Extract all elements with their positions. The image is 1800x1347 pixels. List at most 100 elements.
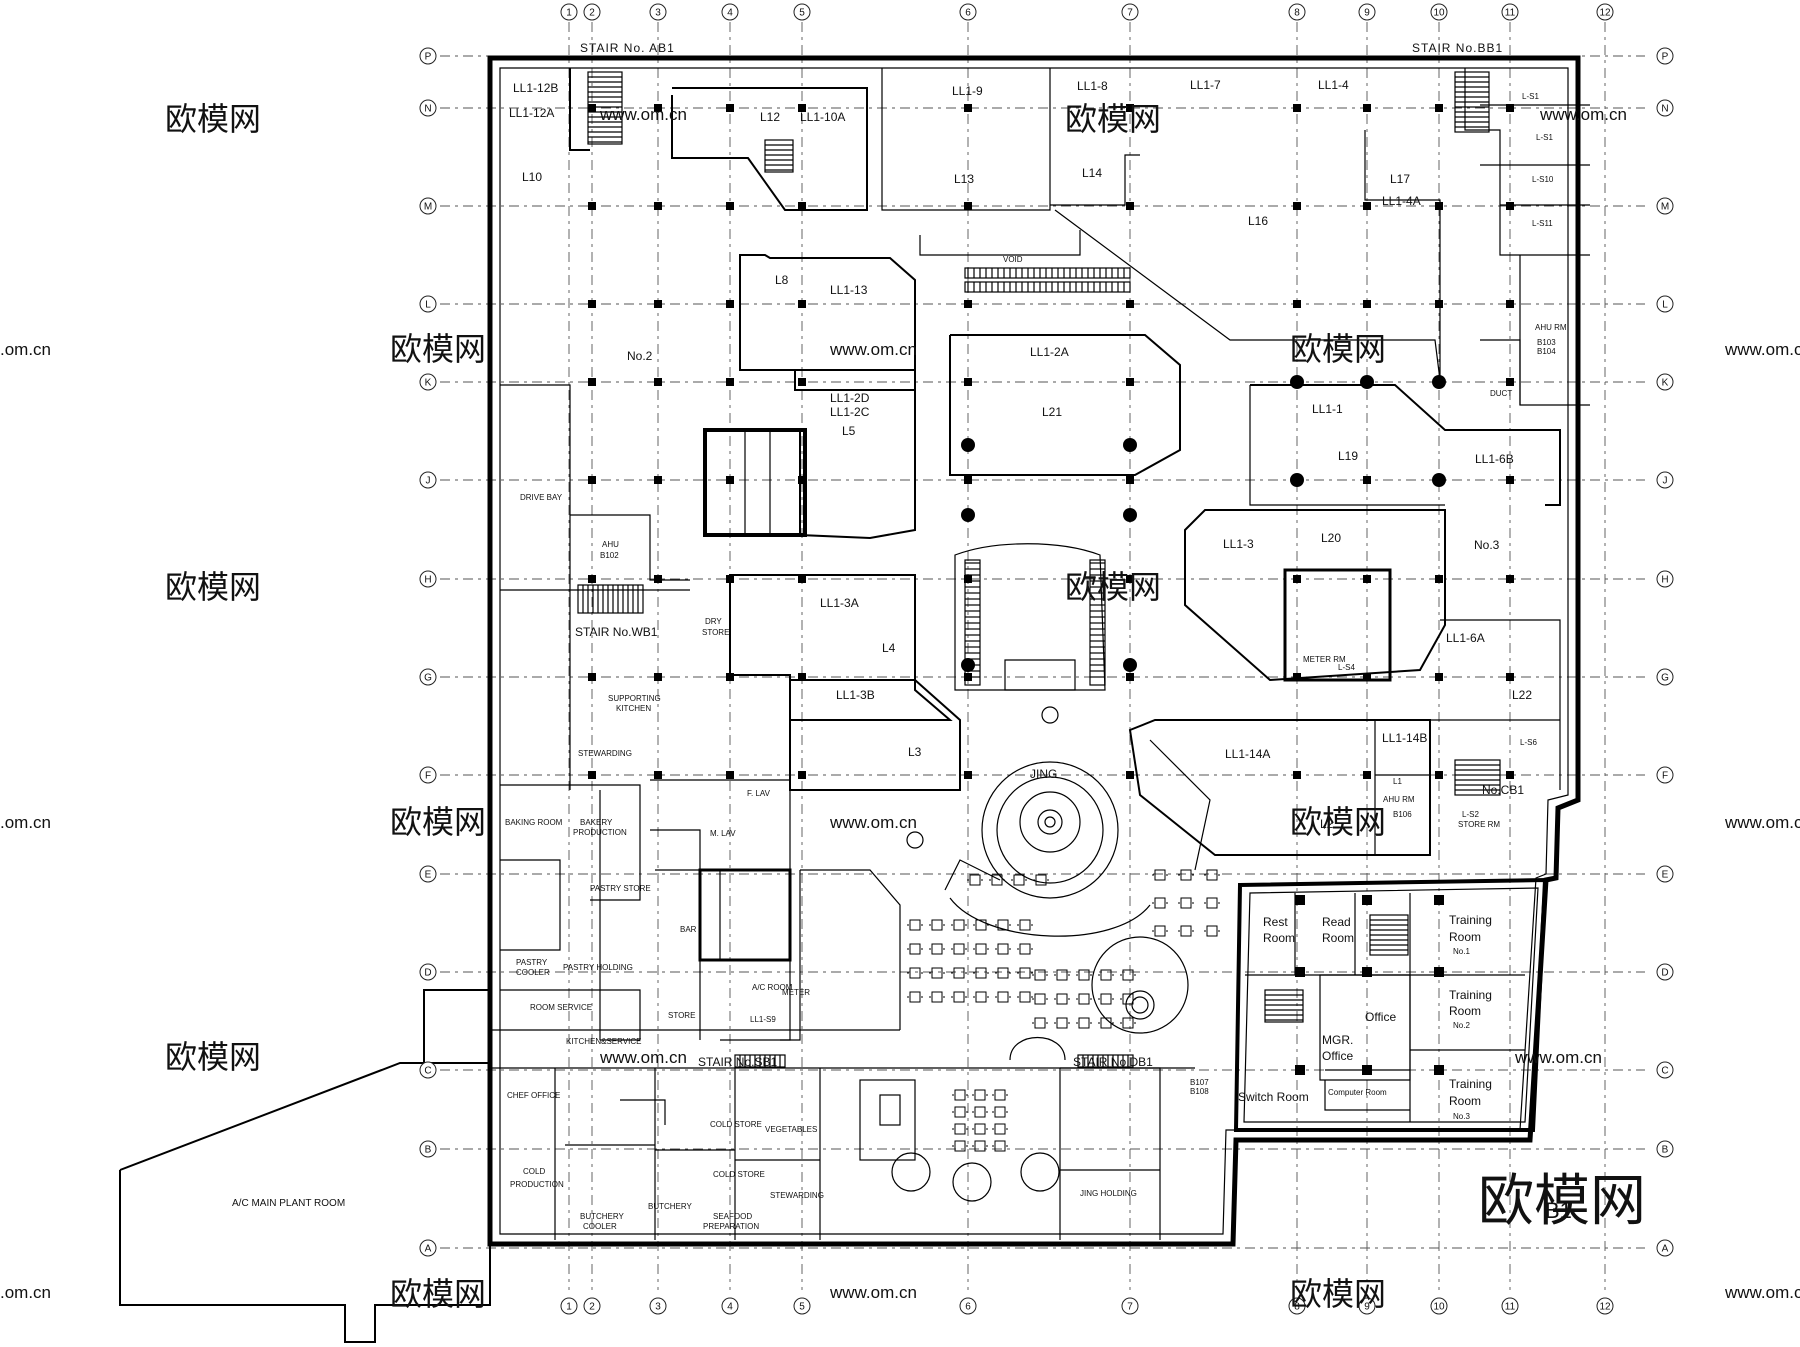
- watermark-4: 欧模网: [390, 804, 486, 840]
- watermark-url-9: www.om.cn: [829, 1283, 917, 1302]
- room-l13: L13: [954, 172, 974, 186]
- svg-text:G: G: [1661, 673, 1669, 684]
- watermark-url-1: www.om.cn: [1539, 105, 1627, 124]
- room-l-s1-b: L-S1: [1536, 133, 1553, 142]
- svg-text:C: C: [1661, 1066, 1668, 1077]
- svg-text:6: 6: [965, 8, 971, 19]
- room-baking: BAKING ROOM: [505, 818, 563, 827]
- room-l14: L14: [1082, 166, 1102, 180]
- room-b102: B102: [600, 551, 619, 560]
- room-jing: JING: [1030, 767, 1057, 781]
- room-pastry-holding: PASTRY HOLDING: [563, 963, 633, 972]
- grid-bubble-col-10: 10: [1430, 1297, 1448, 1315]
- room-butchery-1: BUTCHERY: [580, 1212, 625, 1221]
- watermark-url-4: www.om.cn: [1724, 340, 1800, 359]
- watermark-url-5: www.om.cn: [829, 813, 917, 832]
- room-training-3: Training: [1449, 1077, 1492, 1091]
- room-l2: L2: [1320, 817, 1334, 831]
- room-ll1-4: LL1-4: [1318, 78, 1349, 92]
- svg-text:1: 1: [566, 8, 572, 19]
- room-store: STORE: [668, 1011, 695, 1020]
- room-l3: L3: [908, 745, 922, 759]
- svg-text:A: A: [425, 1244, 432, 1255]
- grid-bubble-row-A: A: [419, 1239, 437, 1257]
- room-l-s4: L-S4: [1338, 663, 1355, 672]
- room-ll1-3: LL1-3: [1223, 537, 1254, 551]
- room-cold-store-2: COLD STORE: [713, 1170, 765, 1179]
- room-l21: L21: [1042, 405, 1062, 419]
- room-cold-store-1: COLD STORE: [710, 1120, 762, 1129]
- room-ahu-b103: AHU RM: [1535, 323, 1567, 332]
- room-f-lav: F. LAV: [747, 789, 771, 798]
- svg-text:B: B: [1662, 1145, 1669, 1156]
- room-meter-rm: METER RM: [1303, 655, 1346, 664]
- room-ac-room: A/C ROOM: [752, 983, 793, 992]
- grid-bubble-row-K: K: [419, 373, 437, 391]
- svg-text:8: 8: [1294, 1302, 1300, 1313]
- grid-bubble-col-3: 3: [649, 3, 667, 21]
- grid-bubble-col-1: 1: [560, 3, 578, 21]
- room-l-s10: L-S10: [1532, 175, 1554, 184]
- room-l22: L22: [1512, 688, 1532, 702]
- svg-text:A: A: [1662, 1244, 1669, 1255]
- room-seafood: SEAFOOD: [713, 1212, 752, 1221]
- watermark-url-11: .om.cn: [0, 340, 51, 359]
- room-ll1-12a: LL1-12A: [509, 106, 554, 120]
- room-l-s6: L-S6: [1520, 738, 1537, 747]
- interior-walls: [490, 68, 1590, 1240]
- room-ll1-s9: LL1-S9: [750, 1015, 776, 1024]
- room-b107: B107: [1190, 1078, 1209, 1087]
- grid-bubble-row-D: D: [1656, 963, 1674, 981]
- structural-columns: [588, 104, 1514, 1075]
- room-b104: B104: [1537, 347, 1556, 356]
- svg-text:K: K: [1662, 378, 1669, 389]
- grid-bubble-col-2: 2: [583, 1297, 601, 1315]
- watermark-url-12: .om.cn: [0, 813, 51, 832]
- svg-text:P: P: [425, 52, 432, 63]
- jing-restaurant: [859, 706, 1220, 1202]
- room-l19: L19: [1338, 449, 1358, 463]
- room-training-1-room: Room: [1449, 930, 1481, 944]
- watermark-10: 欧模网: [1290, 804, 1386, 840]
- room-ll1-10a: LL1-10A: [800, 110, 845, 124]
- label-void: VOID: [1003, 255, 1023, 264]
- room-ll1-2d: LL1-2D: [830, 391, 870, 405]
- room-jing-holding: JING HOLDING: [1080, 1189, 1137, 1198]
- room-ll1-2c: LL1-2C: [830, 405, 870, 419]
- grid-bubble-col-10: 10: [1430, 3, 1448, 21]
- svg-text:F: F: [1662, 771, 1668, 782]
- svg-text:8: 8: [1294, 8, 1300, 19]
- svg-text:2: 2: [589, 1302, 595, 1313]
- watermark-11: 欧模网: [1290, 1276, 1386, 1312]
- grid-bubble-row-L: L: [1656, 295, 1674, 313]
- svg-text:10: 10: [1433, 1302, 1445, 1313]
- svg-text:N: N: [1661, 104, 1668, 115]
- room-training-1: Training: [1449, 913, 1492, 927]
- svg-text:10: 10: [1433, 8, 1445, 19]
- svg-text:L: L: [425, 300, 431, 311]
- room-ll1-7: LL1-7: [1190, 78, 1221, 92]
- grid-bubble-row-C: C: [1656, 1061, 1674, 1079]
- stair-ab1-label: STAIR No. AB1: [580, 41, 675, 55]
- svg-text:9: 9: [1364, 1302, 1370, 1313]
- room-training-2-no: No.2: [1453, 1021, 1470, 1030]
- watermark-9: 欧模网: [1065, 569, 1161, 605]
- grid-bubble-row-N: N: [1656, 99, 1674, 117]
- watermark-6: 欧模网: [390, 1276, 486, 1312]
- room-ahu-b106: AHU RM: [1383, 795, 1415, 804]
- svg-text:J: J: [1663, 476, 1668, 487]
- watermark-url-2: www.om.cn: [599, 105, 687, 124]
- room-l1: L1: [1393, 777, 1402, 786]
- room-ll1-14b: LL1-14B: [1382, 731, 1427, 745]
- room-training-1-no: No.1: [1453, 947, 1470, 956]
- room-cold: COLD: [523, 1167, 545, 1176]
- grid-bubble-row-B: B: [419, 1140, 437, 1158]
- watermarks: 欧模网 欧模网 欧模网 欧模网 欧模网 欧模网 欧模网 欧模网 欧模网 欧模网 …: [0, 101, 1800, 1312]
- watermark-8: 欧模网: [1290, 331, 1386, 367]
- svg-text:M: M: [424, 202, 432, 213]
- grid-bubble-col-12: 12: [1596, 1297, 1614, 1315]
- svg-text:9: 9: [1364, 8, 1370, 19]
- svg-text:12: 12: [1599, 8, 1611, 19]
- svg-text:B: B: [425, 1145, 432, 1156]
- svg-text:7: 7: [1127, 8, 1133, 19]
